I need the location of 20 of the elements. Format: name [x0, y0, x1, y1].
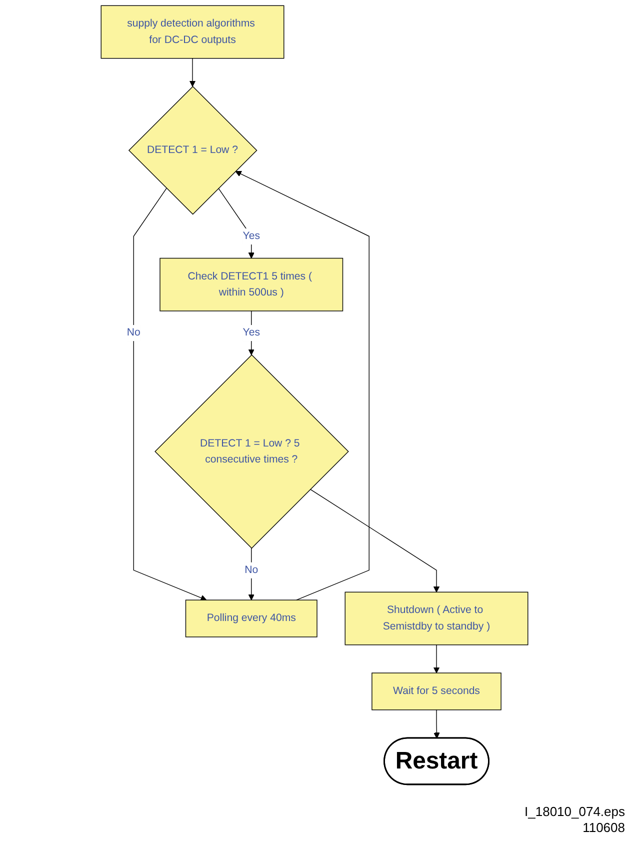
arrow — [310, 488, 440, 592]
node-diamond: DETECT 1 = Low ? — [128, 86, 258, 215]
arrow — [433, 644, 440, 674]
arrow — [434, 710, 440, 739]
node-box: Shutdown ( Active to Semistdby to standby ) — [344, 592, 528, 646]
arrow — [189, 58, 196, 87]
node-box: Polling every 40ms — [185, 600, 318, 638]
arrow — [218, 188, 254, 259]
file-reference-note: I_18010_074.eps — [524, 804, 625, 820]
edge-label: No — [126, 326, 140, 338]
node-diamond: DETECT 1 = Low ? 5 consecutive times ? — [154, 354, 349, 549]
node-box: supply detection algorithms for DC-DC outputs — [100, 5, 284, 59]
node-box: Wait for 5 seconds — [372, 672, 502, 710]
file-reference-note: 110608 — [582, 820, 625, 836]
edge-label: Yes — [242, 230, 260, 242]
node-box: Check DETECT1 5 times ( within 500us ) — [160, 258, 344, 312]
edge-label: Yes — [242, 326, 260, 338]
arrow — [248, 310, 254, 356]
arrow — [133, 188, 207, 601]
edge-label: No — [244, 564, 258, 576]
